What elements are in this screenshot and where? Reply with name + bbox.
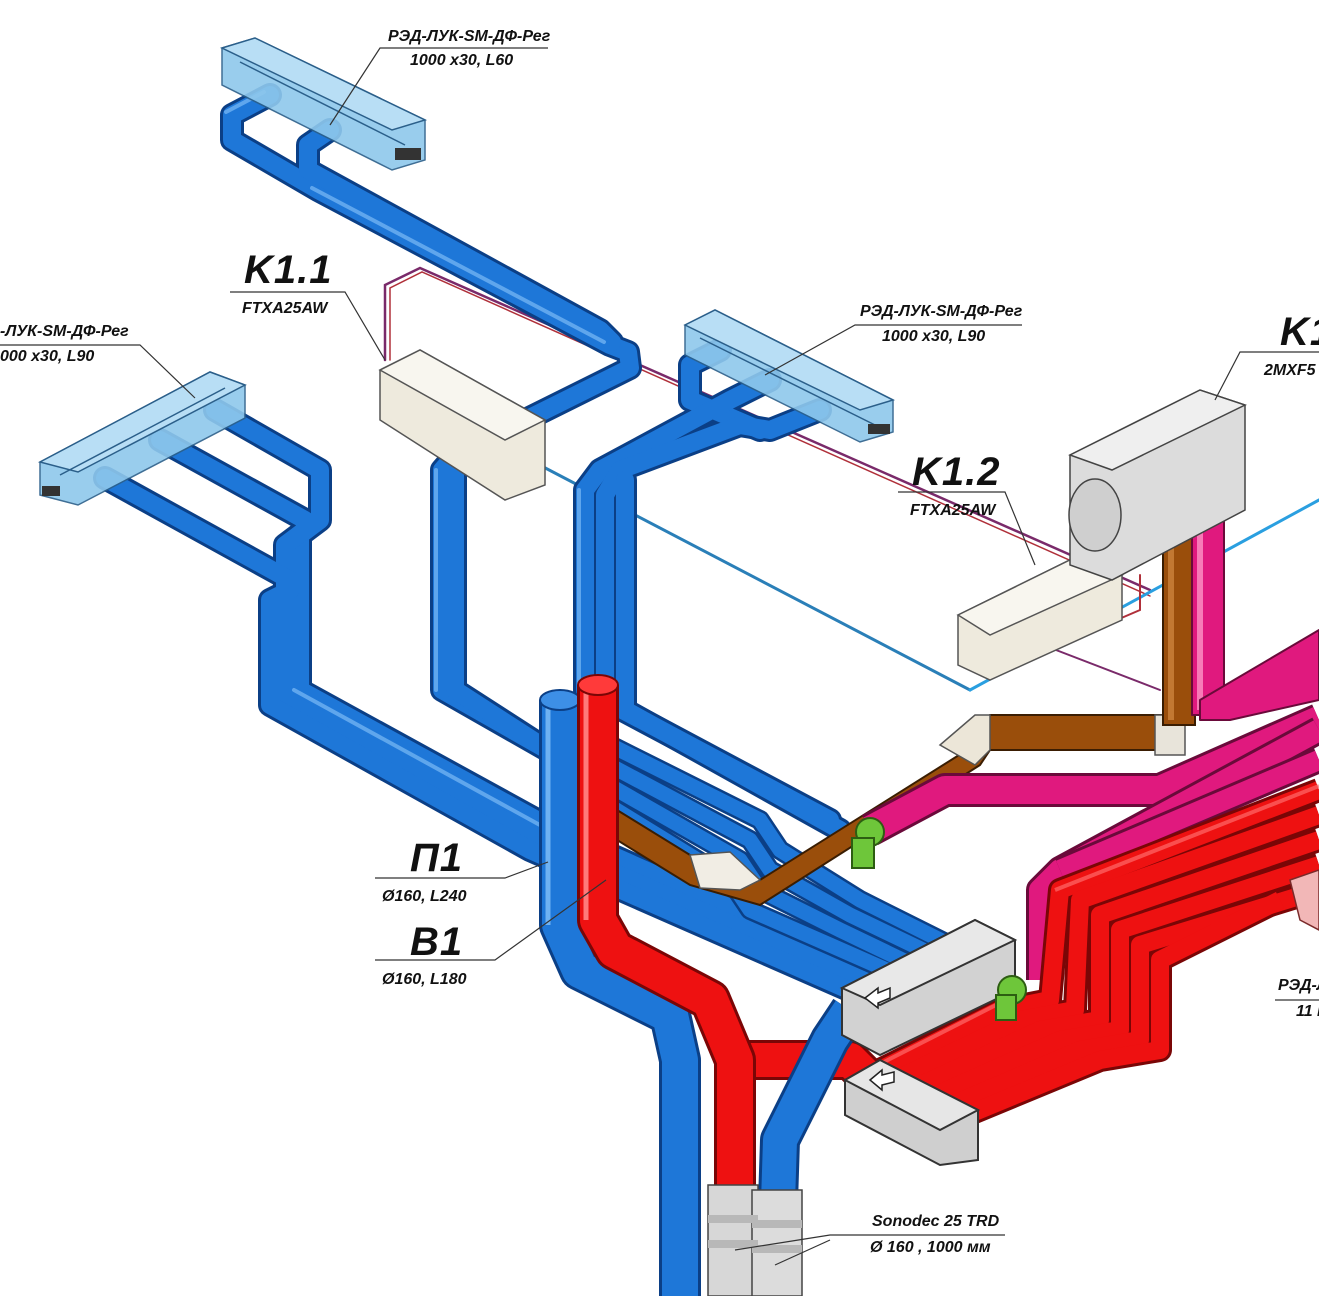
silencer-name: Sonodec 25 TRD [872, 1213, 1000, 1230]
k12-model: FTXA25AW [910, 502, 996, 519]
silencer-sonodec [707, 1184, 803, 1296]
silencer-spec: Ø 160 , 1000 мм [870, 1239, 991, 1256]
k12-label: K1.2 [912, 450, 1001, 494]
indoor-unit-k11 [378, 349, 547, 501]
leader-lines [0, 47, 1319, 1266]
grille-top-name: РЭД-ЛУК-SM-ДФ-Рег [388, 28, 551, 45]
grille-right [1289, 869, 1319, 931]
fan-supply [851, 817, 885, 869]
k1-model: 2MXF5 [1264, 362, 1316, 379]
k1-label: K1 [1280, 310, 1319, 354]
grille-top [219, 37, 428, 171]
b1-label: B1 [410, 920, 464, 964]
grille-mid-name: РЭД-ЛУК-SM-ДФ-Рег [860, 303, 1023, 320]
magenta-ducts [862, 476, 1319, 980]
b1-spec: Ø160, L180 [382, 971, 467, 988]
arrow-left-icon [868, 1068, 895, 1092]
outdoor-unit-k1 [1068, 389, 1247, 581]
grille-right-size: 11 L [1296, 1003, 1319, 1020]
p1-label: П1 [410, 836, 464, 880]
grille-top-size: 1000 x30, L60 [410, 52, 514, 69]
indoor-unit-k12 [956, 554, 1124, 681]
grille-mid [683, 309, 896, 443]
arrow-left-icon [863, 986, 891, 1010]
p1-spec: Ø160, L240 [382, 888, 467, 905]
grille-right-name: РЭД-Л [1278, 977, 1319, 994]
fan-exhaust [995, 975, 1027, 1021]
k11-model: FTXA25AW [242, 300, 328, 317]
k11-label: K1.1 [244, 248, 333, 292]
grille-left-size: 000 x30, L90 [0, 348, 95, 365]
grille-mid-size: 1000 x30, L90 [882, 328, 986, 345]
grille-left-name: -ЛУК-SM-ДФ-Рег [0, 323, 129, 340]
supply-riser-p1 [539, 689, 701, 1296]
